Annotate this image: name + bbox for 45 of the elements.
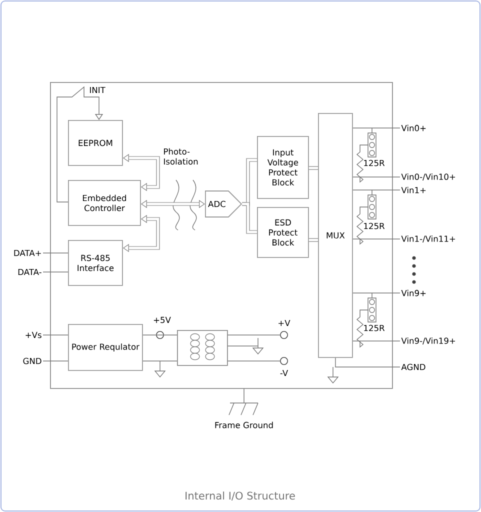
terminal-label: AGND bbox=[401, 364, 426, 370]
bus-line bbox=[242, 202, 257, 234]
protect-block: Input Voltage Protect Block bbox=[257, 136, 309, 199]
regulator-box: Power Requlator bbox=[68, 324, 143, 371]
wire bbox=[352, 292, 400, 294]
memory-box: EEPROM bbox=[68, 120, 123, 166]
wire bbox=[42, 252, 68, 254]
terminal-label: DATA- bbox=[18, 268, 42, 276]
interface-box: RS-485 Interface bbox=[68, 240, 123, 286]
wire bbox=[352, 340, 400, 342]
wire bbox=[352, 238, 400, 240]
wire bbox=[335, 358, 400, 368]
terminal-label: Vin9+ bbox=[401, 290, 426, 296]
caption: Internal I/O Structure bbox=[186, 492, 295, 500]
multiplexer-box: MUX bbox=[318, 113, 353, 358]
voltage-label: +5V bbox=[154, 316, 171, 324]
wire bbox=[142, 334, 178, 336]
terminal-label: Vin9-/Vin19+ bbox=[401, 337, 456, 345]
bus-arrow bbox=[56, 86, 104, 202]
bus-line bbox=[308, 238, 318, 242]
resistor-value: 125R bbox=[364, 222, 385, 230]
protect-block: ESD Protect Block bbox=[257, 207, 309, 258]
photo-isolation-label: Photo- Isolation bbox=[164, 148, 198, 165]
module-outline bbox=[50, 82, 393, 389]
terminal-label: Vin1+ bbox=[401, 186, 426, 194]
terminal-label: DATA+ bbox=[14, 250, 41, 256]
terminal-label: Vin1-/Vin11+ bbox=[401, 235, 456, 243]
converter-pentagon: ADC bbox=[205, 190, 242, 218]
wire bbox=[42, 334, 68, 336]
resistor-value: 125R bbox=[364, 160, 385, 166]
voltage-label: +V bbox=[278, 320, 290, 326]
resistor-value: 125R bbox=[364, 324, 385, 332]
terminal-label: GND bbox=[23, 358, 42, 364]
wire bbox=[352, 176, 400, 178]
frame-ground-label: Frame Ground bbox=[215, 422, 273, 428]
terminal-label: +Vs bbox=[26, 332, 42, 338]
wire bbox=[142, 360, 178, 362]
voltage-label: -V bbox=[280, 370, 288, 376]
wire bbox=[42, 360, 68, 362]
controller-box: Embedded Controller bbox=[68, 180, 141, 226]
terminal-label: Vin0+ bbox=[401, 124, 426, 132]
transformer-box bbox=[177, 330, 228, 366]
terminal-label: Vin0-/Vin10+ bbox=[401, 173, 456, 181]
edge-label: INIT bbox=[90, 86, 106, 94]
bus-line bbox=[308, 166, 318, 170]
